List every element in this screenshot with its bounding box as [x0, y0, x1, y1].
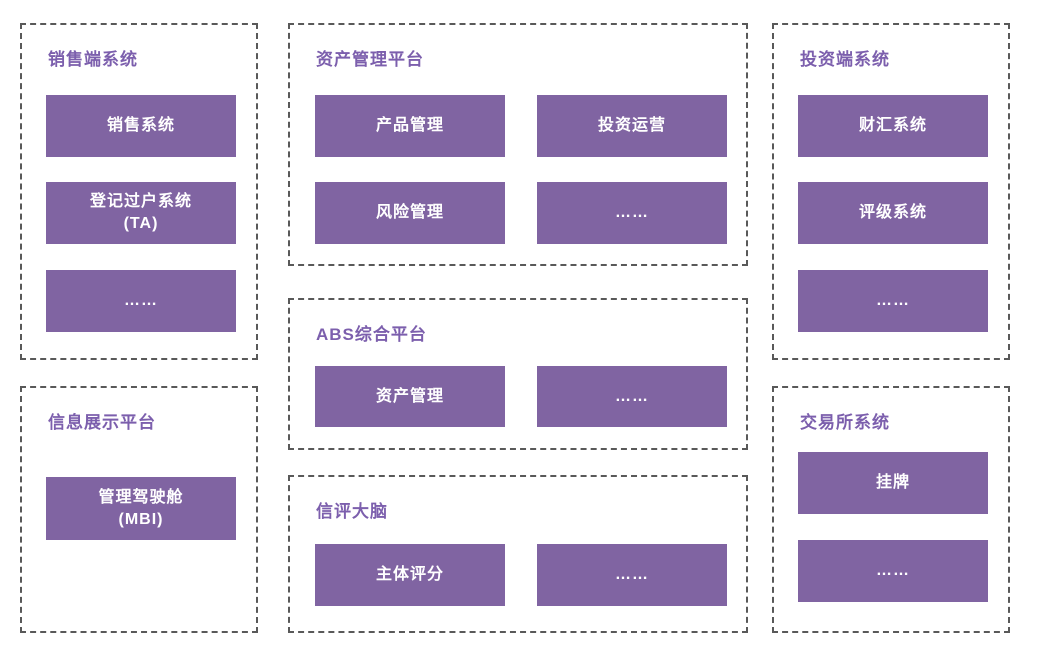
group-title-sales-side-system: 销售端系统 — [48, 50, 138, 69]
group-title-information-display-platform: 信息展示平台 — [48, 413, 156, 432]
block-investment-more: …… — [798, 270, 988, 332]
block-registration-transfer-system-ta: 登记过户系统 (TA) — [46, 182, 236, 244]
group-information-display-platform: 信息展示平台 管理驾驶舱 (MBI) — [20, 386, 258, 633]
group-title-asset-management-platform: 资产管理平台 — [316, 50, 424, 69]
group-exchange-system: 交易所系统 挂牌 …… — [772, 386, 1010, 633]
group-credit-rating-brain: 信评大脑 主体评分 …… — [288, 475, 748, 633]
group-asset-management-platform: 资产管理平台 产品管理 投资运营 风险管理 …… — [288, 23, 748, 266]
group-title-credit-rating-brain: 信评大脑 — [316, 502, 388, 521]
block-investment-operations: 投资运营 — [537, 95, 727, 157]
block-abs-asset-management: 资产管理 — [315, 366, 505, 427]
block-management-cockpit-mbi: 管理驾驶舱 (MBI) — [46, 477, 236, 540]
block-listing: 挂牌 — [798, 452, 988, 514]
group-title-investment-side-system: 投资端系统 — [800, 50, 890, 69]
block-product-management: 产品管理 — [315, 95, 505, 157]
block-credit-brain-more: …… — [537, 544, 727, 606]
block-asset-platform-more: …… — [537, 182, 727, 244]
block-entity-scoring: 主体评分 — [315, 544, 505, 606]
block-risk-management: 风险管理 — [315, 182, 505, 244]
group-title-exchange-system: 交易所系统 — [800, 413, 890, 432]
block-sales-system: 销售系统 — [46, 95, 236, 157]
group-sales-side-system: 销售端系统 销售系统 登记过户系统 (TA) …… — [20, 23, 258, 360]
block-abs-more: …… — [537, 366, 727, 427]
group-title-abs-comprehensive-platform: ABS综合平台 — [316, 325, 427, 344]
block-caihui-system: 财汇系统 — [798, 95, 988, 157]
block-rating-system: 评级系统 — [798, 182, 988, 244]
block-exchange-more: …… — [798, 540, 988, 602]
group-investment-side-system: 投资端系统 财汇系统 评级系统 …… — [772, 23, 1010, 360]
group-abs-comprehensive-platform: ABS综合平台 资产管理 …… — [288, 298, 748, 450]
block-sales-more: …… — [46, 270, 236, 332]
